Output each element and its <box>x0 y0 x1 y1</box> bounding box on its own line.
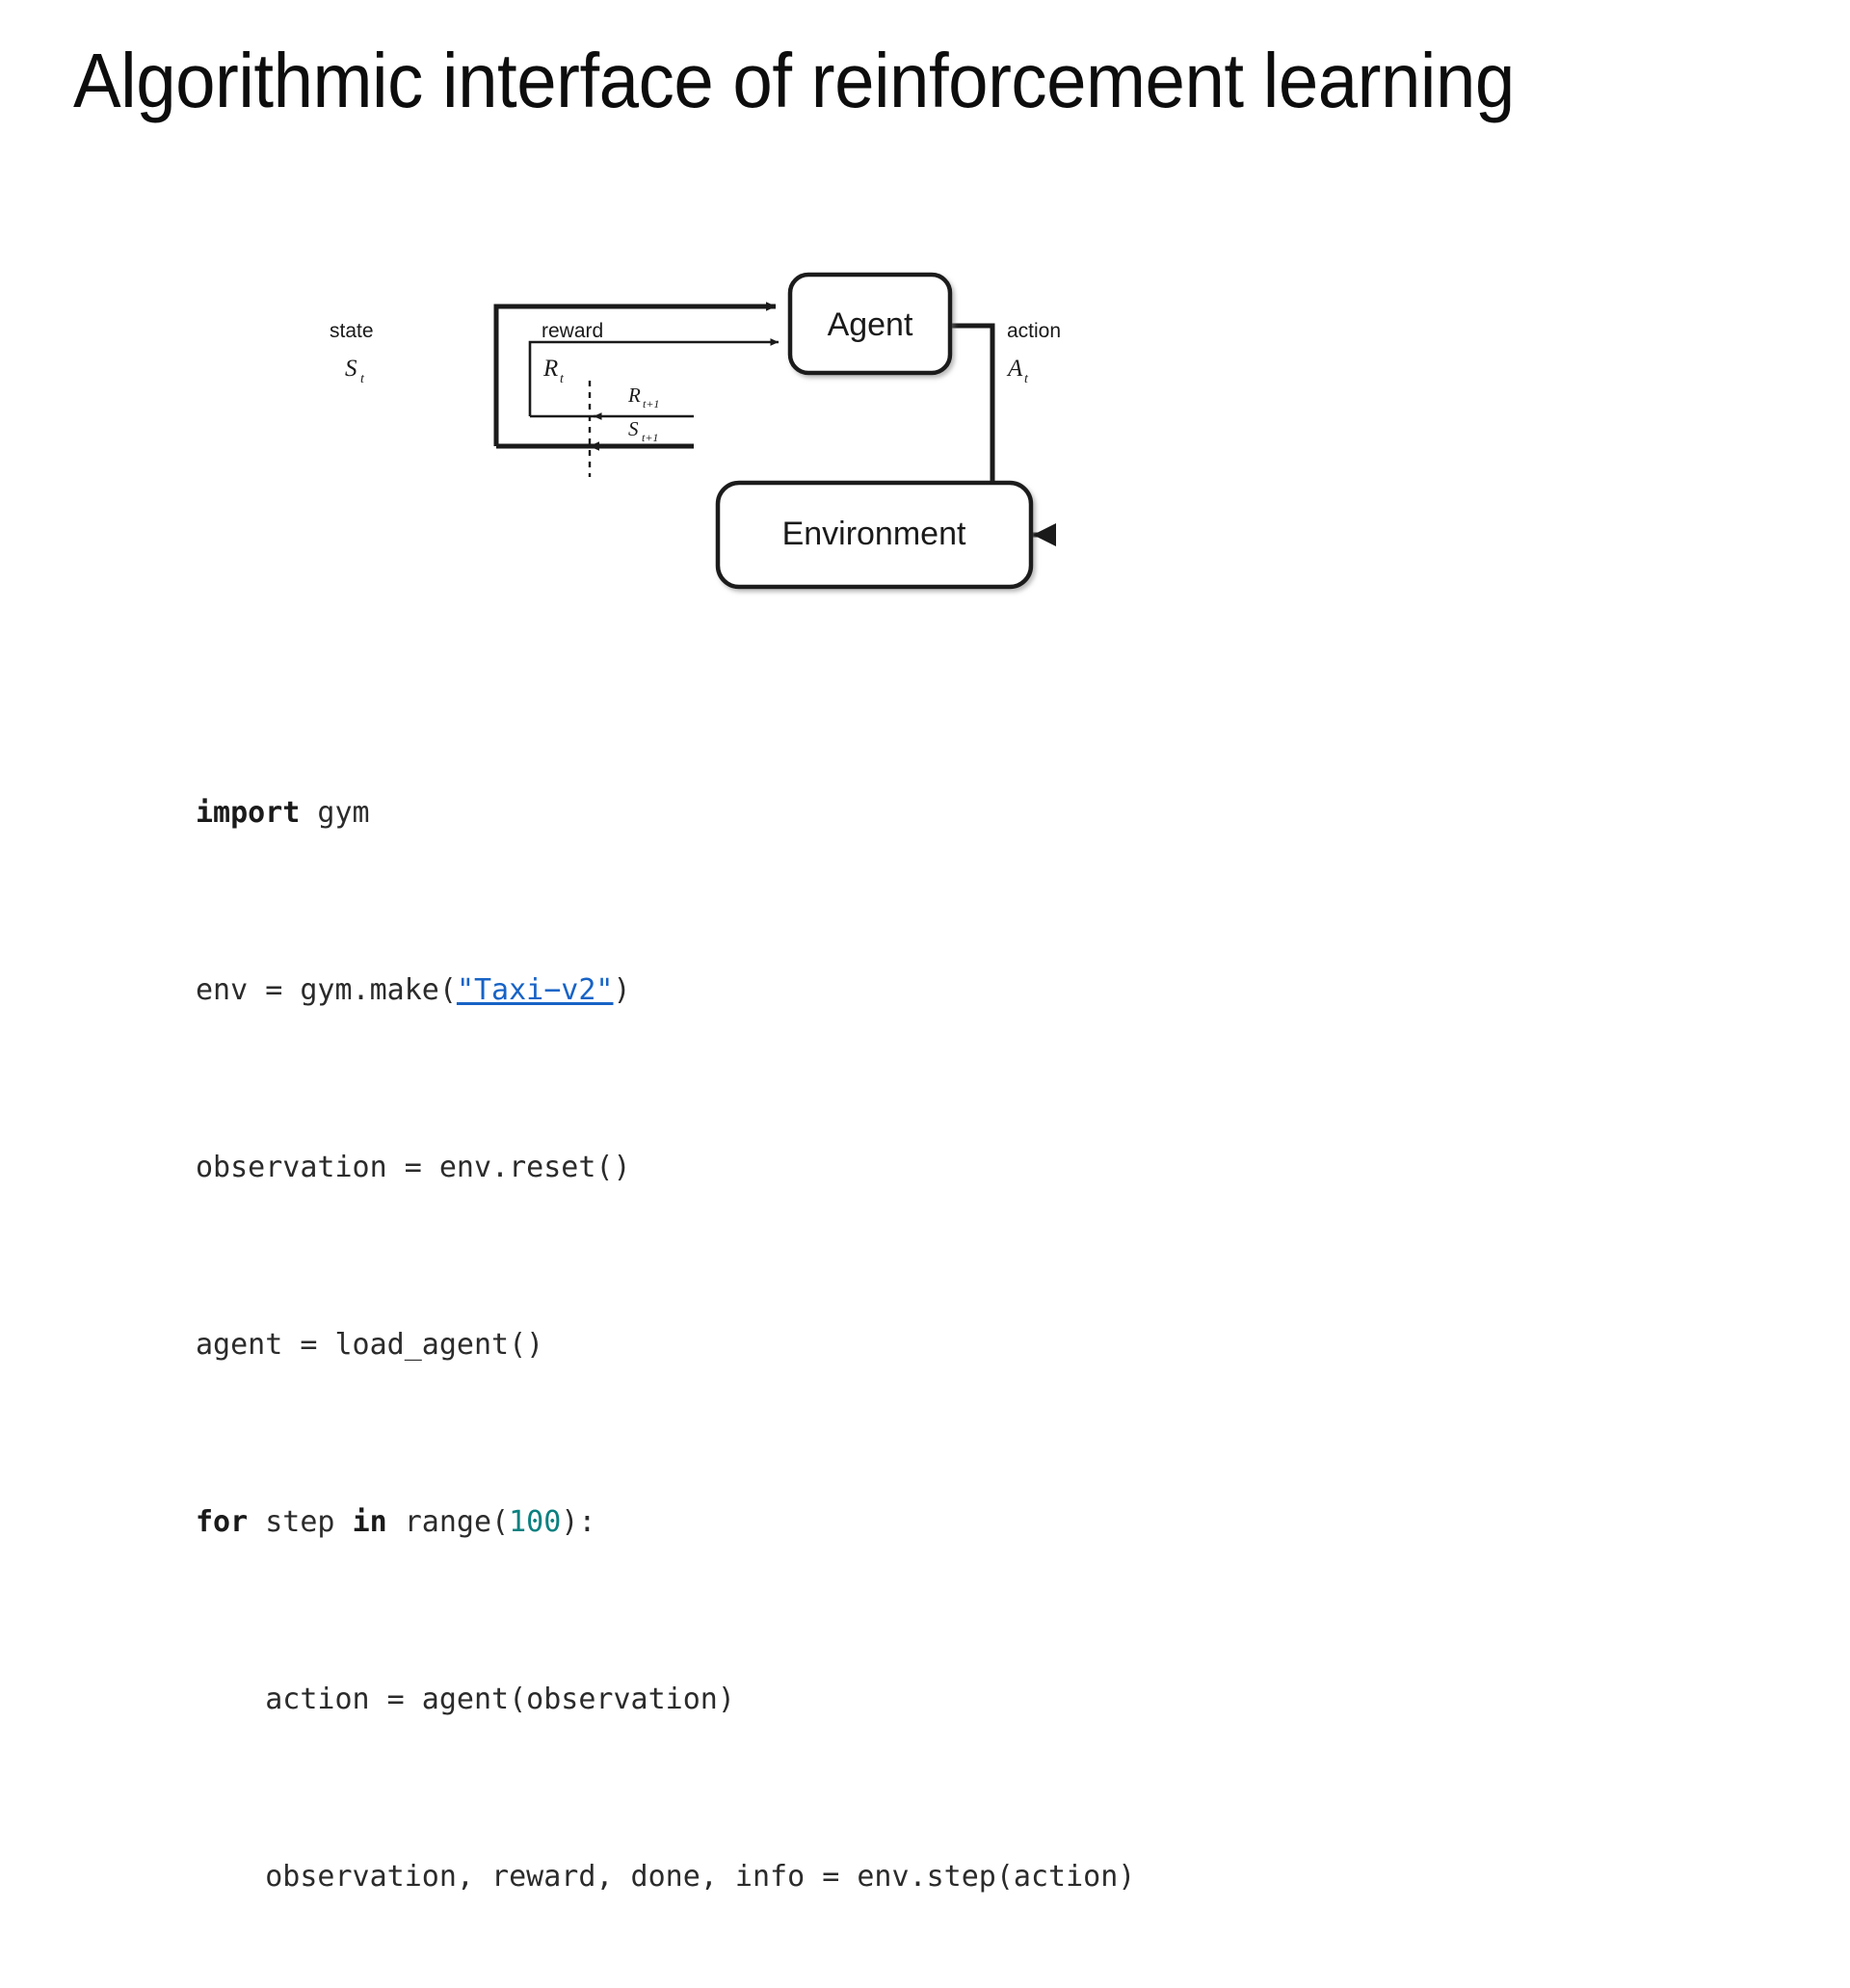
code-line-2-suffix: ) <box>613 973 631 1007</box>
action-arrowhead <box>1033 523 1056 546</box>
code-line-2: env = gym.make("Taxi−v2") <box>196 968 1135 1013</box>
page-title: Algorithmic interface of reinforcement l… <box>73 38 1515 123</box>
label-reward: reward R t <box>542 320 603 386</box>
literal-100: 100 <box>509 1505 562 1539</box>
edge-state <box>493 302 777 451</box>
label-next-reward-symbol: R <box>627 384 641 407</box>
code-line-2-prefix: env = gym.make( <box>196 973 457 1007</box>
agent-box-label: Agent <box>828 306 913 343</box>
label-next-reward-subscript: t+1 <box>643 397 659 411</box>
label-action-symbol: A <box>1006 356 1023 382</box>
label-next-state-subscript: t+1 <box>642 431 658 444</box>
label-state-symbol: S <box>345 356 357 382</box>
label-action-word: action <box>1007 320 1061 342</box>
label-next-reward: R t+1 <box>627 384 659 411</box>
label-next-state: S t+1 <box>628 417 658 444</box>
code-block: import gym env = gym.make("Taxi−v2") obs… <box>196 658 1135 1988</box>
label-state-word: state <box>330 320 374 342</box>
agent-box: Agent <box>787 272 953 376</box>
code-line-5-tail: ): <box>561 1505 596 1539</box>
label-reward-word: reward <box>542 320 603 342</box>
code-line-5-mid1: step <box>248 1505 353 1539</box>
code-line-4: agent = load_agent() <box>196 1328 544 1362</box>
keyword-in: in <box>352 1505 387 1539</box>
label-state-subscript: t <box>360 372 365 386</box>
environment-box: Environment <box>715 480 1034 590</box>
code-line-6: action = agent(observation) <box>196 1683 735 1716</box>
taxi-v2-link[interactable]: "Taxi−v2" <box>456 973 614 1007</box>
code-line-1: import gym <box>196 791 1135 835</box>
environment-box-label: Environment <box>782 516 966 552</box>
rl-loop-diagram: Agent Environment state S t reward R t a… <box>330 202 1156 590</box>
code-line-5-mid2: range( <box>386 1505 510 1539</box>
keyword-for: for <box>196 1505 249 1539</box>
label-action: action A t <box>1006 320 1061 386</box>
label-action-subscript: t <box>1024 372 1029 386</box>
code-line-7: observation, reward, done, info = env.st… <box>196 1860 1136 1894</box>
label-state: state S t <box>330 320 374 386</box>
code-line-5: for step in range(100): <box>196 1500 1135 1545</box>
label-reward-subscript: t <box>560 372 565 386</box>
label-reward-symbol: R <box>542 356 558 382</box>
code-line-1-rest: gym <box>300 796 370 830</box>
code-line-3: observation = env.reset() <box>196 1151 631 1184</box>
keyword-import: import <box>196 796 301 830</box>
label-next-state-symbol: S <box>628 417 639 440</box>
